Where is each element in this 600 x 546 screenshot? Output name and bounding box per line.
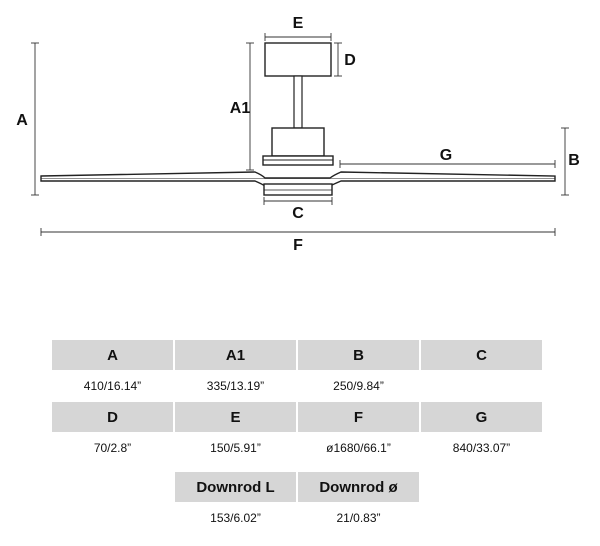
label-d: D [344,52,356,69]
spec-value-a: 410/16.14” [83,379,142,393]
spec-value-g: 840/33.07” [452,441,511,455]
spec-header-e: E [175,402,296,432]
spec-header-a1: A1 [175,340,296,370]
spec-header-g: G [421,402,542,432]
spec-value-c [421,376,542,396]
fan-blades [40,171,556,187]
canopy [264,42,332,77]
spec-value-downrod-diameter: 21/0.83” [336,511,381,525]
spec-header-b: B [298,340,419,370]
dimension-lines [31,33,569,236]
spec-header-c: C [421,340,542,370]
spec-header-f: F [298,402,419,432]
spec-value-downrod-length: 153/6.02” [210,511,261,525]
spec-value-d: 70/2.8” [93,441,132,455]
spec-value-b: 250/9.84” [333,379,384,393]
spec-header-downrod-length: Downrod L [175,472,296,502]
label-f: F [293,237,303,254]
spec-header-d: D [52,402,173,432]
spec-header-a: A [52,340,173,370]
light-kit [263,183,333,196]
fan-dimension-diagram: E D A A1 B G C F [16,15,580,254]
spec-value-a1: 335/13.19” [206,379,265,393]
label-a: A [16,112,28,129]
label-g: G [440,147,452,164]
label-c: C [292,205,304,222]
label-b: B [568,152,580,169]
spec-value-f: ø1680/66.1” [326,441,391,455]
label-e: E [293,15,304,32]
spec-header-downrod-diameter: Downrod ø [298,472,419,502]
spec-value-e: 150/5.91” [210,441,261,455]
label-a1: A1 [230,100,251,117]
